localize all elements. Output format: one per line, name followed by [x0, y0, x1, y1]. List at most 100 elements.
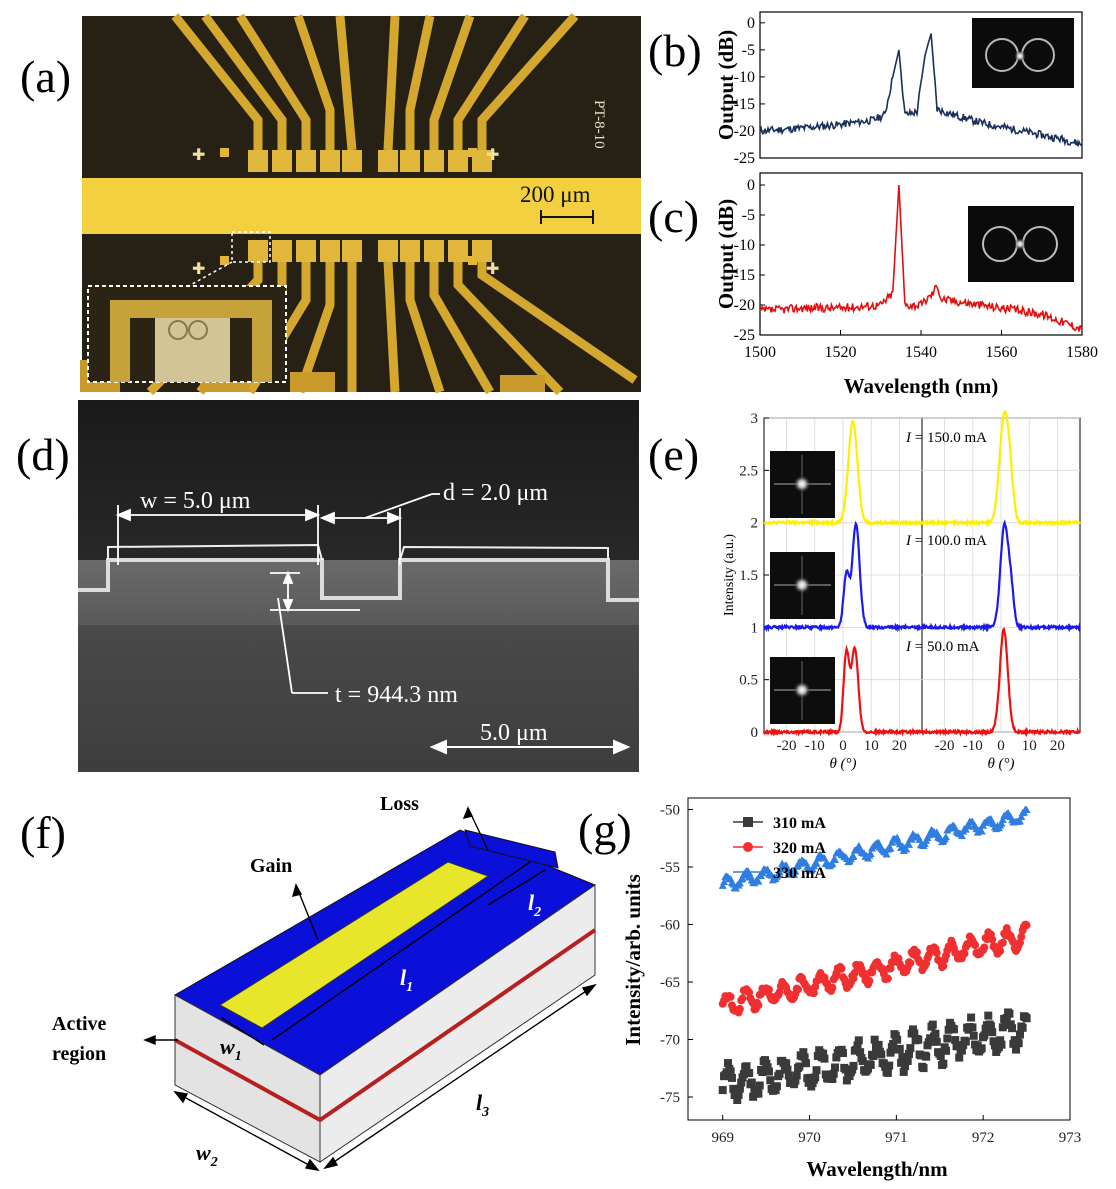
- data-point-0: [961, 1037, 970, 1046]
- f-arrows: [143, 806, 597, 1171]
- xtick-label: -10: [963, 738, 983, 754]
- zoom-line: [184, 261, 233, 289]
- data-point-2: [915, 835, 924, 843]
- data-point-0: [883, 1068, 892, 1077]
- data-point-2: [820, 854, 829, 862]
- data-point-2: [902, 845, 911, 853]
- data-point-2: [1017, 812, 1026, 821]
- xtick-label: 1500: [744, 344, 776, 361]
- ylabel-e: Intensity (a.u.): [722, 534, 737, 616]
- data-point-0: [889, 1039, 898, 1048]
- data-point-0: [1005, 1009, 1014, 1018]
- data-point-1: [998, 938, 1007, 947]
- data-point-1: [764, 985, 773, 994]
- data-point-2: [866, 849, 875, 858]
- data-point-0: [908, 1025, 917, 1034]
- data-point-1: [883, 974, 892, 983]
- xtick-label: 10: [864, 738, 879, 754]
- data-point-2: [997, 819, 1006, 827]
- xlabel-e-left: θ (°): [829, 756, 856, 772]
- ytick-label: -5: [742, 207, 755, 224]
- data-point-1: [1022, 921, 1031, 930]
- data-point-0: [893, 1035, 902, 1044]
- data-point-0: [870, 1035, 879, 1044]
- panel-label-d: (d): [16, 429, 70, 480]
- data-point-0: [764, 1067, 773, 1076]
- ytick-label: 0: [747, 177, 755, 194]
- ytick-label: -10: [734, 69, 755, 86]
- data-point-2: [932, 828, 941, 836]
- legend-marker: [743, 817, 753, 827]
- panel-a: ✚✚ ✚✚ PT-8-10 200 μm (a): [20, 13, 641, 396]
- data-point-1: [996, 947, 1005, 956]
- data-point-0: [726, 1067, 735, 1076]
- chip-label: PT-8-10: [591, 100, 607, 149]
- data-point-0: [910, 1029, 919, 1038]
- sem-ridge-outline: [78, 558, 639, 602]
- inset-e-top: [770, 451, 835, 518]
- data-point-0: [939, 1059, 948, 1068]
- annot-e-50: I = 50.0 mA: [905, 639, 980, 655]
- zoom-box: [231, 231, 271, 263]
- ytick-label: 2.5: [739, 463, 758, 479]
- ytick-label: 2: [751, 516, 759, 532]
- panel-label-a: (a): [20, 51, 71, 102]
- data-point-1: [726, 992, 735, 1001]
- ytick-label: -15: [734, 267, 755, 284]
- data-point-0: [932, 1037, 941, 1046]
- data-point-2: [886, 844, 895, 852]
- ylabel-c: Output (dB): [714, 199, 738, 309]
- data-point-0: [747, 1078, 756, 1087]
- svg-text:✚: ✚: [486, 259, 499, 278]
- data-point-0: [784, 1071, 793, 1080]
- active-label: Active: [52, 1013, 107, 1035]
- data-point-0: [905, 1049, 914, 1058]
- central-bus-electrode: [82, 178, 641, 234]
- data-point-2: [812, 859, 821, 867]
- data-point-0: [997, 1040, 1006, 1049]
- data-point-1: [980, 943, 989, 952]
- data-point-0: [986, 1022, 995, 1031]
- xtick-label: 0: [839, 738, 847, 754]
- panel-label-f: (f): [20, 807, 66, 858]
- profile-line-right-2: [921, 627, 1082, 738]
- panel-label-c: (c): [648, 191, 699, 242]
- data-point-0: [885, 1061, 894, 1070]
- data-point-0: [766, 1076, 775, 1085]
- xtick-label: 1560: [986, 344, 1018, 361]
- data-point-1: [775, 988, 784, 997]
- data-point-0: [832, 1053, 841, 1062]
- data-point-2: [738, 874, 747, 882]
- xtick-label: 972: [972, 1130, 995, 1146]
- data-point-0: [842, 1076, 851, 1085]
- data-point-0: [955, 1053, 964, 1062]
- data-point-2: [720, 877, 729, 886]
- loss-label: Loss: [380, 793, 419, 815]
- data-point-0: [758, 1068, 767, 1077]
- legend-label: 310 mA: [773, 815, 826, 832]
- inset-e-bottom: [770, 657, 835, 724]
- data-point-0: [943, 1034, 952, 1043]
- region-label: region: [52, 1043, 106, 1065]
- data-point-0: [928, 1020, 937, 1029]
- panel-b: 0-5-10-15-20-25 Output (dB) (b): [648, 11, 1083, 167]
- data-point-1: [939, 962, 948, 971]
- data-point-1: [932, 948, 941, 957]
- xtick-label: 10: [1022, 738, 1037, 754]
- data-point-0: [895, 1044, 904, 1053]
- ytick-label: 0.5: [739, 673, 758, 689]
- data-point-0: [874, 1040, 883, 1049]
- scalebar-label-a: 200 μm: [520, 182, 591, 207]
- ytick-label: -60: [660, 918, 680, 934]
- data-point-0: [812, 1066, 821, 1075]
- data-point-0: [783, 1065, 792, 1074]
- ytick-label: -70: [660, 1033, 680, 1049]
- xtick-label: -10: [805, 738, 825, 754]
- ytick-label: -75: [660, 1090, 680, 1106]
- data-point-0: [745, 1068, 754, 1077]
- data-point-0: [936, 1051, 945, 1060]
- data-point-1: [971, 941, 980, 950]
